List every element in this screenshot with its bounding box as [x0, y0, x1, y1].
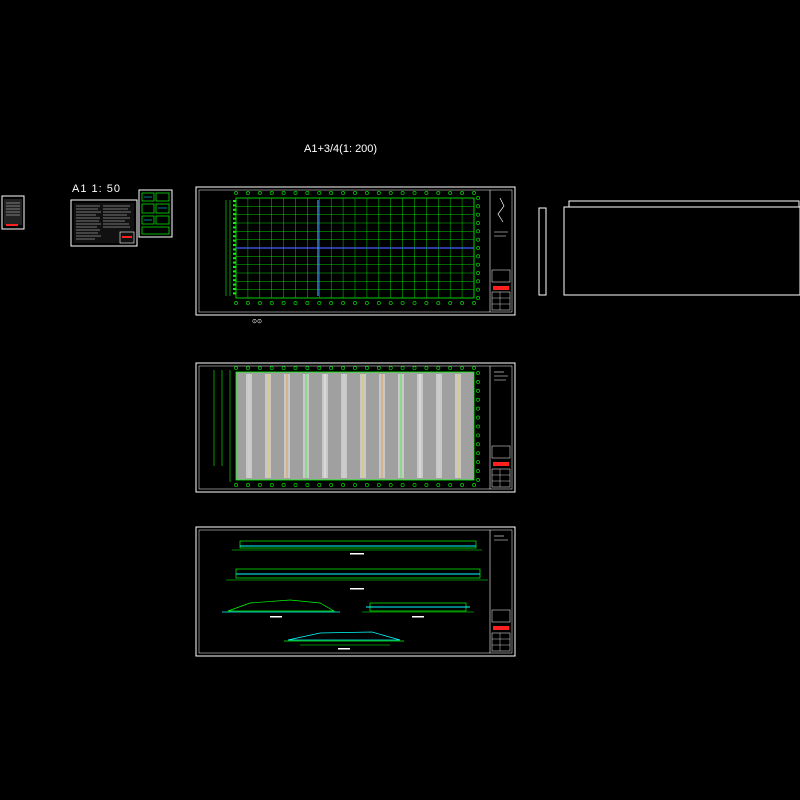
empty-sheet-frames[interactable] [563, 200, 800, 296]
elevation-2 [226, 568, 488, 590]
svg-text:⊙⊙: ⊙⊙ [252, 319, 262, 325]
title-block-3 [489, 530, 511, 653]
cover-sheet-thumbnail[interactable] [1, 195, 25, 230]
empty-narrow-frame[interactable] [538, 207, 547, 296]
title-block-1 [489, 190, 511, 312]
section-b [362, 602, 474, 618]
elevation-sheet-3[interactable] [195, 526, 516, 657]
notes-sheet-a1[interactable] [70, 199, 138, 247]
plan-sheet-2[interactable] [195, 362, 516, 493]
plan-sheet-1[interactable]: ⊙⊙ [195, 186, 516, 325]
elevation-1 [232, 540, 482, 555]
details-sheet[interactable] [138, 189, 173, 238]
section-c [284, 631, 404, 650]
a1-sheet-label: A1 1: 50 [72, 183, 121, 195]
title-block-2 [489, 366, 511, 489]
main-scale-label: A1+3/4(1: 200) [304, 143, 378, 155]
section-a [222, 599, 340, 618]
